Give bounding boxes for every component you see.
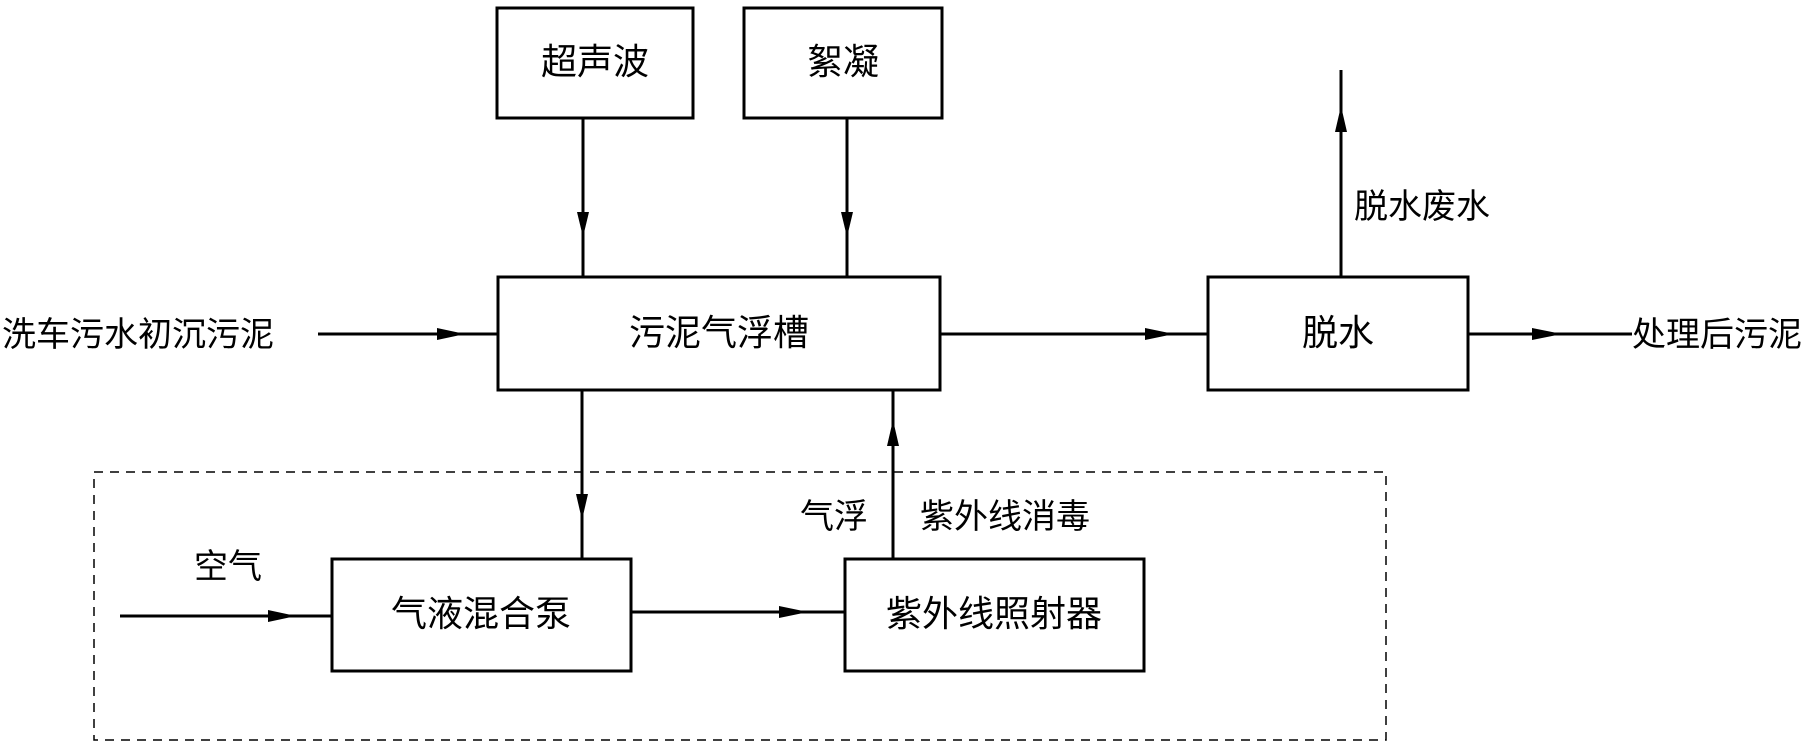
arrowhead-up-tank: [887, 420, 899, 446]
uv-disinfection-label: 紫外线消毒: [920, 497, 1090, 537]
arrowhead-right-air: [268, 610, 296, 622]
gas-liquid-pump-label: 气液混合泵: [391, 594, 571, 635]
ultrasound-box: [495, 6, 695, 120]
dewatering-wastewater-label: 脱水废水: [1354, 187, 1490, 227]
arrowhead-up-wastewater: [1335, 106, 1347, 132]
uv-irradiator-box: [843, 557, 1146, 673]
arrowhead-down-pump: [576, 494, 588, 520]
arrowhead-right-dewatering: [1145, 328, 1174, 340]
uv-irradiator-label: 紫外线照射器: [886, 594, 1102, 635]
flocculation-box: [742, 6, 944, 120]
arrowhead-right-input: [437, 328, 465, 340]
dashed-enclosure: [93, 471, 1387, 741]
arrowhead-down-ultrasound: [577, 212, 589, 237]
air-label: 空气: [194, 547, 262, 587]
dewatering-label: 脱水: [1302, 313, 1374, 354]
ultrasound-label: 超声波: [541, 42, 649, 83]
gas-liquid-pump-box: [330, 557, 633, 673]
flotation-tank-box: [496, 275, 942, 392]
arrowhead-right-output: [1532, 328, 1562, 340]
treated-sludge-label: 处理后污泥: [1632, 315, 1802, 355]
flotation-tank-label: 污泥气浮槽: [629, 313, 809, 354]
arrowhead-right-uv: [779, 606, 808, 618]
input-sludge-label: 洗车污水初沉污泥: [2, 315, 274, 355]
air-flotation-label: 气浮: [800, 497, 868, 537]
flocculation-label: 絮凝: [807, 42, 879, 83]
arrowhead-down-flocculation: [841, 212, 853, 237]
